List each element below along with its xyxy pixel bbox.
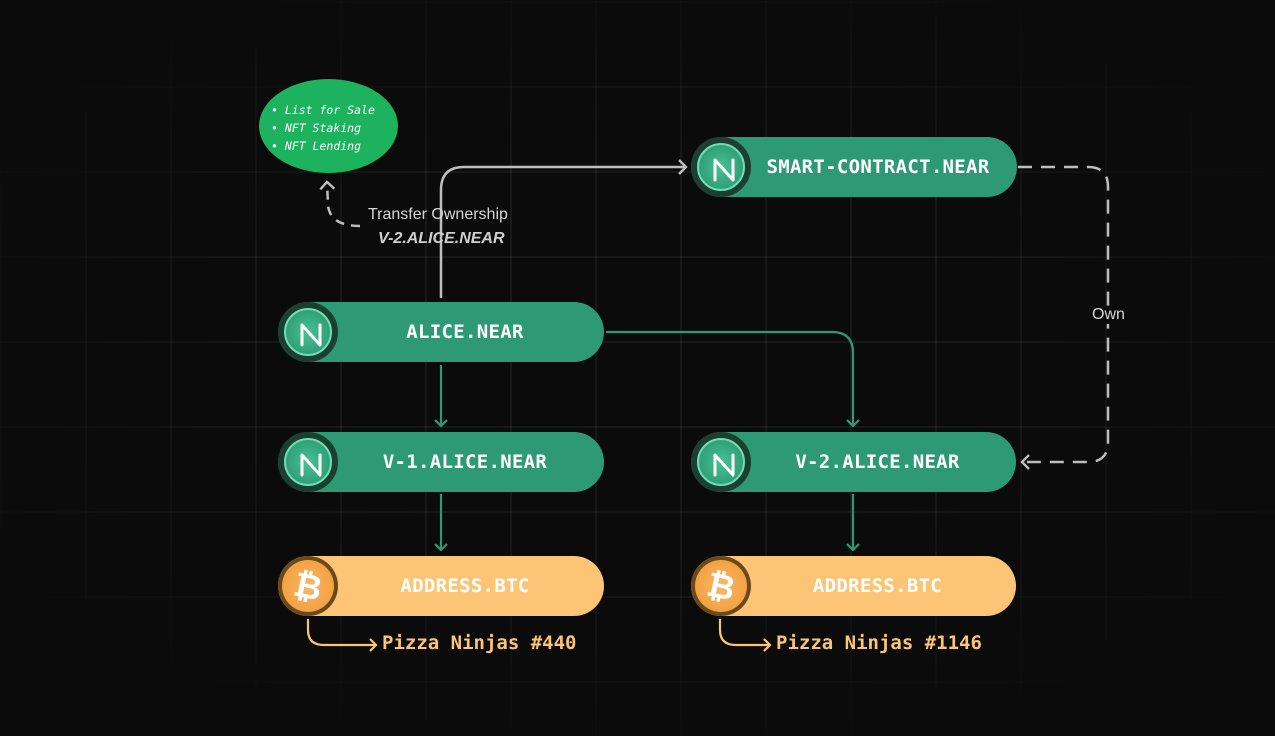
node-btc-address-1[interactable]: ₿ ADDRESS.BTC	[278, 556, 604, 616]
action-nft-staking: • NFT Staking	[271, 121, 362, 135]
wire-alice-to-smart-contract	[439, 159, 688, 298]
node-alice-label: ALICE.NEAR	[406, 321, 524, 343]
wire-transfer-to-bubble	[319, 180, 361, 228]
wire-btc2-to-nft2	[718, 619, 772, 652]
node-v2-alice-label: V-2.ALICE.NEAR	[795, 451, 960, 473]
actions-list: • List for Sale • NFT Staking • NFT Lend…	[271, 101, 375, 155]
near-logo-icon	[278, 302, 338, 362]
actions-bubble: • List for Sale • NFT Staking • NFT Lend…	[259, 79, 398, 173]
bitcoin-logo-icon: ₿	[278, 556, 338, 616]
node-v1-alice[interactable]: V-1.ALICE.NEAR	[278, 432, 604, 492]
near-logo-icon	[691, 432, 751, 492]
wire-alice-to-v2	[606, 330, 860, 428]
nft-label-1146: Pizza Ninjas #1146	[776, 632, 982, 654]
node-v2-alice[interactable]: V-2.ALICE.NEAR	[691, 432, 1016, 492]
node-btc-address-2-label: ADDRESS.BTC	[812, 575, 943, 597]
transfer-ownership-caption: Transfer Ownership	[368, 206, 508, 223]
near-logo-icon	[691, 137, 751, 197]
action-nft-lending: • NFT Lending	[271, 139, 362, 153]
action-list-for-sale: • List for Sale	[271, 103, 375, 117]
own-caption: Own	[1090, 306, 1127, 324]
wire-own	[1018, 165, 1110, 470]
wire-btc1-to-nft1	[306, 619, 378, 652]
transfer-account-caption: V-2.ALICE.NEAR	[378, 230, 505, 247]
node-btc-address-1-label: ADDRESS.BTC	[400, 575, 530, 597]
node-alice[interactable]: ALICE.NEAR	[278, 302, 604, 362]
bitcoin-logo-icon: ₿	[691, 556, 751, 616]
node-smart-contract-label: SMART-CONTRACT.NEAR	[766, 156, 990, 178]
node-btc-address-2[interactable]: ₿ ADDRESS.BTC	[691, 556, 1016, 616]
near-logo-icon	[278, 432, 338, 492]
node-v1-alice-label: V-1.ALICE.NEAR	[382, 451, 548, 473]
node-smart-contract[interactable]: SMART-CONTRACT.NEAR	[691, 137, 1017, 197]
nft-label-440: Pizza Ninjas #440	[382, 632, 577, 654]
svg-text:₿: ₿	[703, 565, 738, 610]
svg-text:₿: ₿	[290, 565, 325, 610]
